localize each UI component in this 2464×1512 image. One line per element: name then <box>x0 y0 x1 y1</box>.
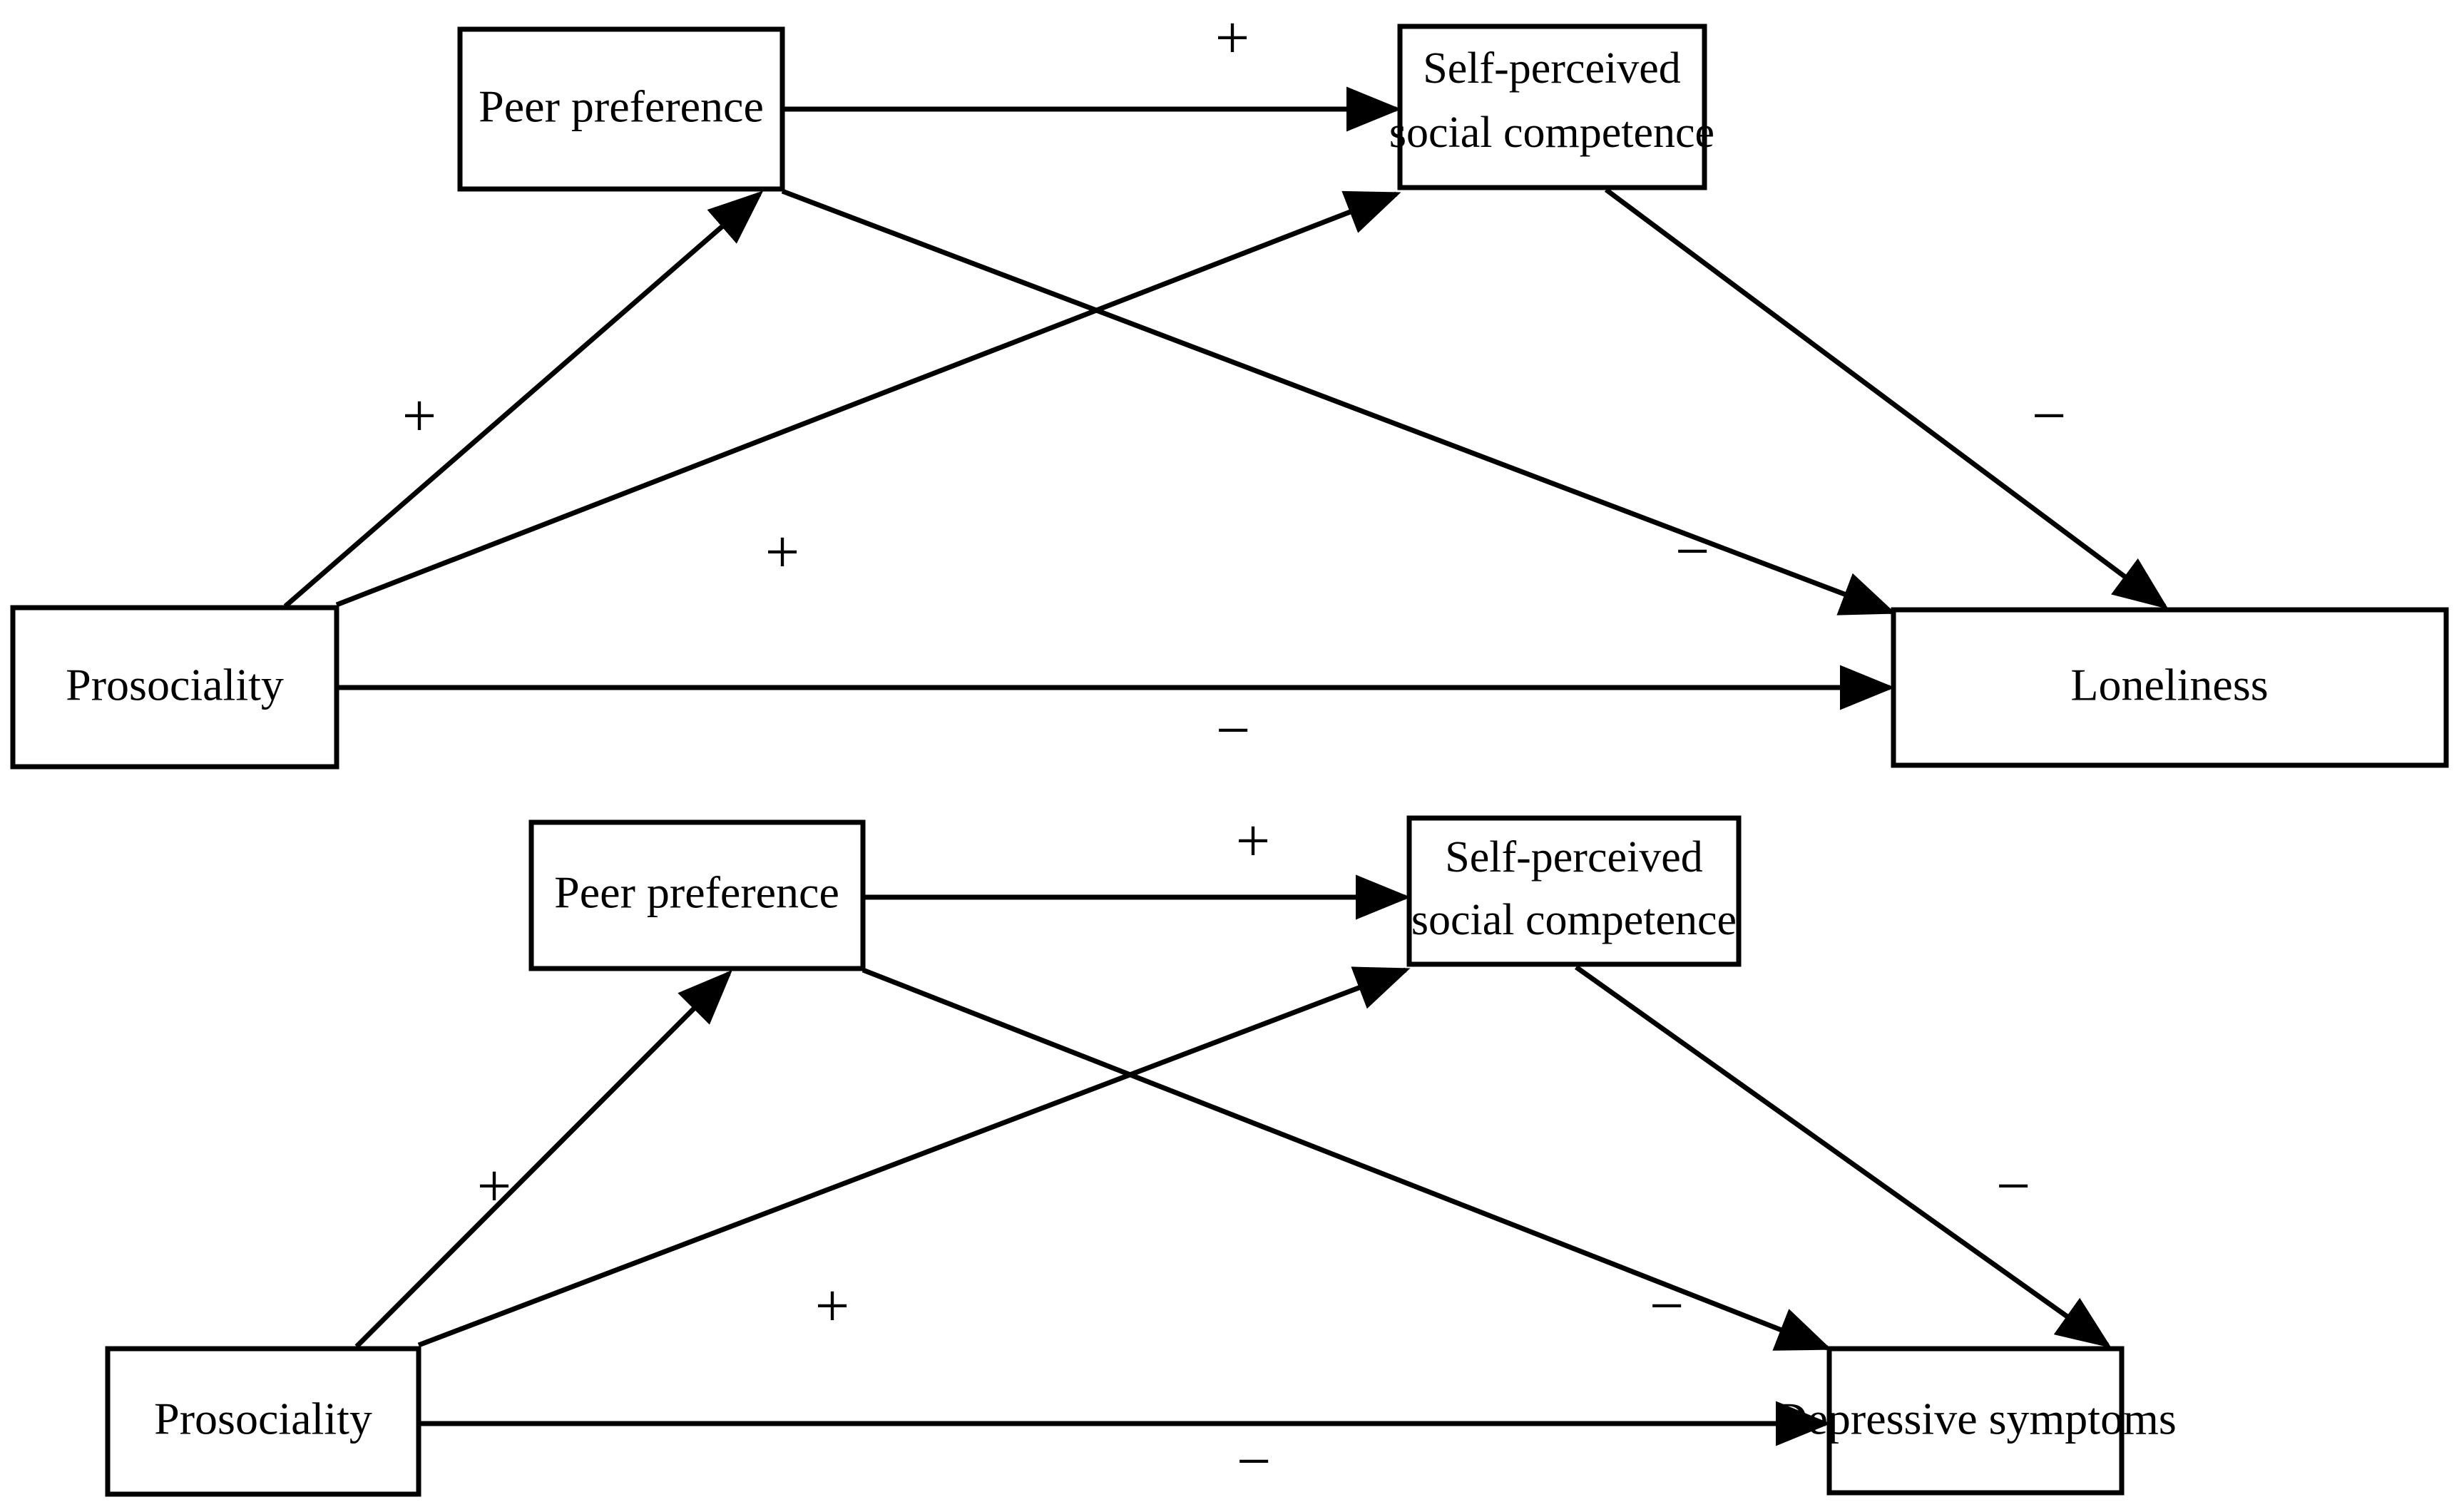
edge-sign-spsc-to-outcome: − <box>2032 382 2067 450</box>
node-label2-spsc-line1: Self-perceived <box>1445 833 1702 882</box>
edge-spsc-to-outcome <box>1604 188 2169 610</box>
edge2-peer-to-outcome <box>862 967 1832 1351</box>
node-label-spsc-line1: Self-perceived <box>1423 44 1680 93</box>
node-label-spsc-line2: social competence <box>1389 108 1714 157</box>
edges-panel-1 <box>283 86 2169 710</box>
node-label-peer-preference: Peer preference <box>479 81 764 132</box>
edge-prosociality-to-peer <box>283 190 764 608</box>
edge2-sign-prosociality-to-peer: + <box>477 1152 512 1220</box>
edge-prosociality-to-spsc <box>335 190 1401 608</box>
edge-sign-prosociality-to-spsc: + <box>765 518 800 586</box>
node2-prosociality[interactable]: Prosociality <box>105 1346 421 1497</box>
node-box2-peer-preference[interactable] <box>528 819 866 971</box>
node-box-peer-preference[interactable] <box>457 26 785 192</box>
panel-depression: Prosociality Peer preference Self-percei… <box>105 807 2177 1497</box>
node-box2-prosociality[interactable] <box>105 1346 421 1497</box>
node-box2-self-perceived-social-competence[interactable] <box>1406 815 1742 967</box>
node-box-prosociality[interactable] <box>10 605 339 770</box>
node-label-prosociality: Prosociality <box>66 660 284 710</box>
node-prosociality[interactable]: Prosociality <box>10 605 339 770</box>
edge-sign-peer-to-spsc: + <box>1215 4 1250 72</box>
node-box-self-perceived-social-competence[interactable] <box>1397 24 1707 190</box>
edge-sign-prosociality-to-peer: + <box>402 382 437 450</box>
node-peer-preference[interactable]: Peer preference <box>457 26 785 192</box>
edge2-sign-peer-to-outcome: − <box>1650 1272 1685 1340</box>
node-label2-depressive-symptoms: Depressive symptoms <box>1774 1394 2177 1444</box>
edge2-sign-prosociality-to-outcome: − <box>1237 1427 1272 1496</box>
edge2-prosociality-to-spsc <box>417 966 1411 1348</box>
edge2-prosociality-to-peer <box>354 970 732 1349</box>
node-label-loneliness: Loneliness <box>2070 660 2268 710</box>
node-label2-spsc-line2: social competence <box>1411 896 1737 944</box>
edge2-sign-spsc-to-outcome: − <box>1996 1152 2031 1220</box>
edge-sign-prosociality-to-outcome: − <box>1216 696 1251 765</box>
node-label2-prosociality: Prosociality <box>154 1394 372 1444</box>
edge2-spsc-to-outcome <box>1574 965 2112 1349</box>
node-self-perceived-social-competence[interactable]: Self-perceived social competence <box>1389 24 1714 190</box>
edge2-sign-prosociality-to-spsc: + <box>815 1272 850 1340</box>
node-label2-peer-preference: Peer preference <box>554 867 839 918</box>
node2-depressive-symptoms[interactable]: Depressive symptoms <box>1774 1346 2177 1496</box>
edge2-sign-peer-to-spsc: + <box>1236 807 1271 875</box>
edge-sign-peer-to-outcome: − <box>1675 517 1710 586</box>
edges-panel-2 <box>354 874 2112 1446</box>
panel-loneliness: Prosociality Peer preference Self-percei… <box>10 4 2449 770</box>
node-box2-depressive-symptoms[interactable] <box>1826 1346 2125 1496</box>
edge-peer-to-outcome <box>781 188 1896 615</box>
node2-self-perceived-social-competence[interactable]: Self-perceived social competence <box>1406 815 1742 967</box>
node-loneliness[interactable]: Loneliness <box>1891 607 2449 768</box>
node2-peer-preference[interactable]: Peer preference <box>528 819 866 971</box>
node-box-loneliness[interactable] <box>1891 607 2449 768</box>
